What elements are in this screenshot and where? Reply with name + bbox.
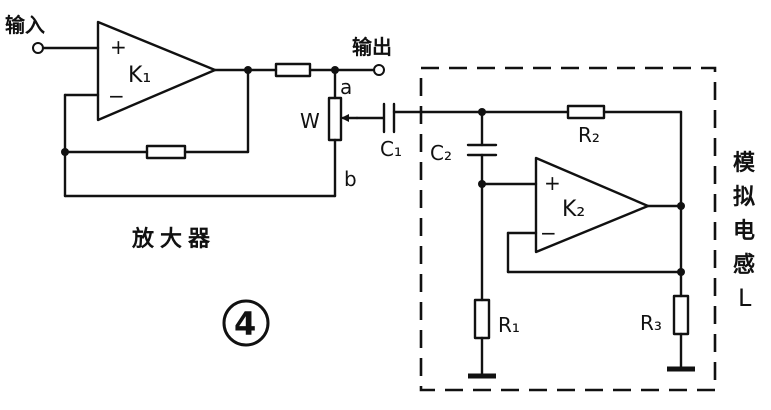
resistor-r3 <box>672 294 690 336</box>
output-terminal <box>373 64 385 76</box>
resistor-r2 <box>566 104 606 120</box>
k1-label: K₁ <box>128 63 151 88</box>
k1-minus-sign: − <box>108 84 125 108</box>
figure-number-circle <box>222 299 270 347</box>
series-resistor <box>274 62 312 78</box>
r1-label: R₁ <box>498 313 520 337</box>
opamp-k1 <box>96 20 217 122</box>
output-label: 输出 <box>352 35 392 59</box>
opamp-k2 <box>534 156 650 254</box>
r3-label: R₃ <box>640 311 662 335</box>
sim-inductor-char-4: 感 <box>733 252 755 278</box>
sim-inductor-char-1: 模 <box>733 151 756 176</box>
r3-top-node <box>677 268 685 276</box>
sim-inductor-char-5: L <box>738 284 752 312</box>
simulated-inductor-box <box>419 66 717 392</box>
amplifier-caption: 放大器 <box>131 226 216 252</box>
resistor-r1 <box>473 298 491 340</box>
c2-label: C₂ <box>430 141 452 165</box>
sim-inductor-char-3: 电 <box>733 219 755 244</box>
k2-minus-sign: − <box>540 221 557 245</box>
potentiometer-w <box>327 96 343 142</box>
node-b-label: b <box>344 167 357 191</box>
c1-label: C₁ <box>380 137 402 161</box>
feedback-resistor <box>145 144 187 160</box>
input-label: 输入 <box>5 13 45 37</box>
input-terminal <box>32 42 44 54</box>
k1-plus-sign: + <box>110 35 127 59</box>
sim-inductor-char-2: 拟 <box>733 185 755 210</box>
k2-label: K₂ <box>562 197 585 222</box>
r2-label: R₂ <box>578 123 600 147</box>
k2-output-node <box>677 202 685 210</box>
k2-plus-sign: + <box>544 171 561 195</box>
figure-number: 4 <box>234 305 256 343</box>
pot-w-label: W <box>300 109 320 133</box>
node-a-label: a <box>340 75 352 99</box>
pot-wiper-arrow <box>341 114 349 122</box>
